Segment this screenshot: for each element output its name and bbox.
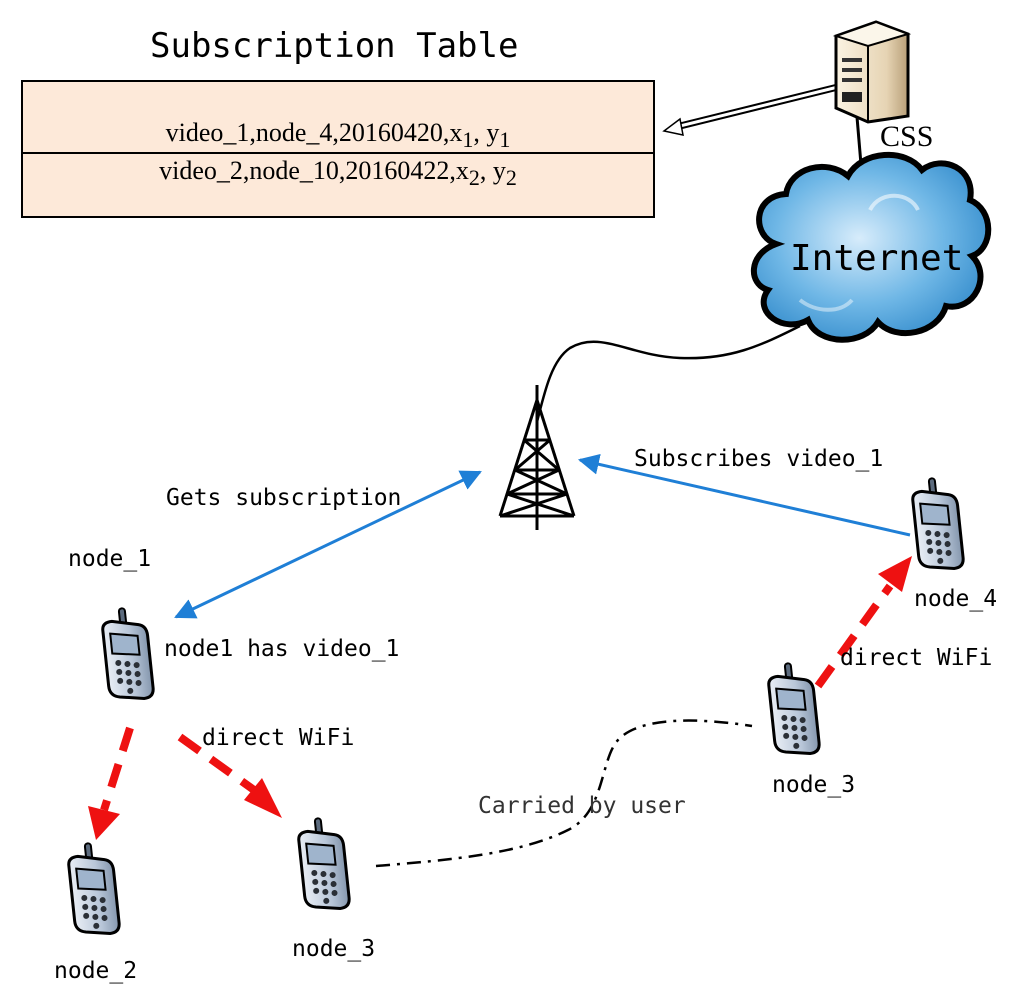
direct-wifi-right-label: direct WiFi — [840, 645, 993, 671]
node-3-right-phone-icon — [765, 659, 822, 759]
subscription-table: video_1,node_4,20160420,x1, y1 video_2,n… — [21, 80, 655, 218]
node-2-label: node_2 — [54, 958, 138, 984]
row-y-sub: 1 — [499, 127, 511, 153]
node-3-left-phone-icon — [295, 814, 352, 914]
carried-by-user-path — [375, 719, 753, 868]
node-2-phone-icon — [65, 839, 122, 939]
node-4-phone-icon — [909, 474, 966, 574]
row-sep: , — [479, 156, 493, 185]
table-row: video_2,node_10,20160422,x2, y2 — [23, 156, 653, 191]
node-3-right-label: node_3 — [772, 772, 856, 798]
server-to-table-arrow — [662, 82, 843, 136]
row-prefix: video_2,node_10,20160422, — [159, 156, 456, 185]
node-4-label: node_4 — [914, 586, 998, 612]
row-prefix: video_1,node_4,20160420, — [165, 118, 450, 147]
css-label: CSS — [880, 120, 934, 153]
row-y: y — [486, 118, 500, 147]
row-x: x — [449, 118, 463, 147]
wifi-arrow-node1-node3 — [177, 733, 282, 818]
table-divider — [23, 152, 653, 154]
subscribes-label: Subscribes video_1 — [634, 446, 884, 472]
internet-label: Internet — [790, 238, 964, 279]
cloud-tower-link — [535, 324, 801, 423]
row-sep: , — [473, 118, 487, 147]
wifi-arrow-node3-node4 — [814, 556, 912, 689]
wifi-arrow-node1-node2 — [88, 726, 134, 840]
internet-cloud-icon — [750, 151, 992, 343]
row-y-sub: 2 — [505, 165, 517, 191]
table-row: video_1,node_4,20160420,x1, y1 — [23, 118, 653, 153]
node-1-phone-icon — [99, 604, 156, 704]
row-x-sub: 2 — [468, 165, 480, 191]
row-x-sub: 1 — [462, 127, 474, 153]
row-x: x — [455, 156, 469, 185]
node1-has-video-label: node1 has video_1 — [164, 636, 400, 662]
node-1-label: node_1 — [68, 546, 152, 572]
subscribes-arrow — [577, 453, 911, 537]
server-icon — [832, 20, 912, 124]
subscription-table-title: Subscription Table — [150, 26, 519, 66]
node-3-left-label: node_3 — [292, 936, 376, 962]
gets-subscription-arrow — [174, 470, 482, 619]
cell-tower-icon — [498, 385, 576, 530]
carried-by-user-label: Carried by user — [478, 793, 686, 819]
gets-subscription-label: Gets subscription — [166, 485, 402, 511]
direct-wifi-left-label: direct WiFi — [202, 725, 355, 751]
row-y: y — [492, 156, 506, 185]
